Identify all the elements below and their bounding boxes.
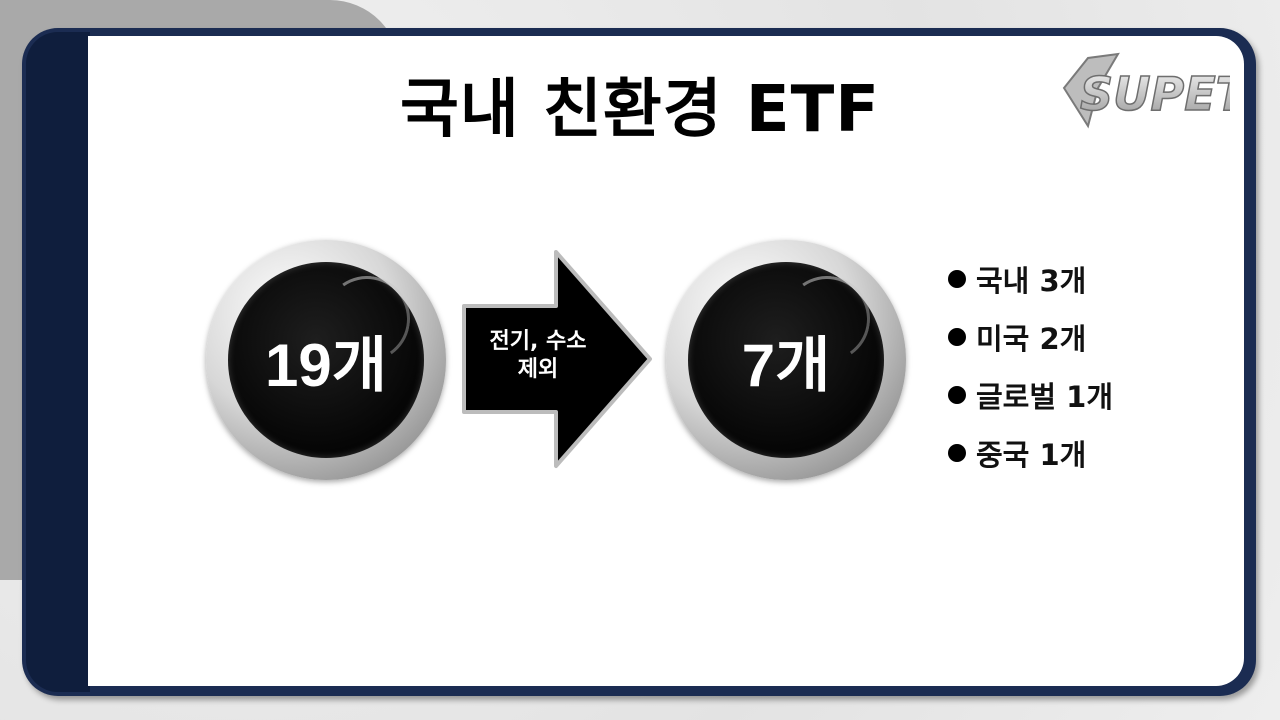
- breakdown-list: 국내 3개 미국 2개 글로벌 1개 중국 1개: [948, 250, 1113, 482]
- to-count-circle: 7개: [666, 240, 906, 480]
- from-count-inner: 19개: [228, 262, 424, 458]
- from-count-circle: 19개: [206, 240, 446, 480]
- arrow-label: 전기, 수소 제외: [468, 328, 608, 384]
- slide-title: 국내 친환경 ETF: [399, 73, 881, 147]
- arrow-label-line1: 전기, 수소: [489, 329, 587, 354]
- bullet-dot-icon: [948, 386, 966, 404]
- to-count: 7개: [741, 331, 831, 399]
- bullet-dot-icon: [948, 328, 966, 346]
- list-item-label: 중국 1개: [976, 438, 1087, 472]
- bullet-dot-icon: [948, 444, 966, 462]
- arrow-label-line2: 제외: [517, 357, 559, 382]
- superman-style-logo-icon: SUPETV: [1062, 52, 1230, 129]
- to-count-inner: 7개: [688, 262, 884, 458]
- list-item-label: 미국 2개: [976, 322, 1087, 356]
- list-item: 글로벌 1개: [948, 366, 1113, 424]
- from-count: 19개: [265, 331, 387, 399]
- list-item-label: 글로벌 1개: [976, 380, 1113, 414]
- list-item: 미국 2개: [948, 308, 1113, 366]
- list-item: 중국 1개: [948, 424, 1113, 482]
- list-item-label: 국내 3개: [976, 264, 1087, 298]
- right-arrow-icon: [462, 250, 652, 468]
- slide-frame-left-band: [26, 32, 90, 692]
- logo-text: SUPETV: [1080, 67, 1230, 121]
- bullet-dot-icon: [948, 270, 966, 288]
- list-item: 국내 3개: [948, 250, 1113, 308]
